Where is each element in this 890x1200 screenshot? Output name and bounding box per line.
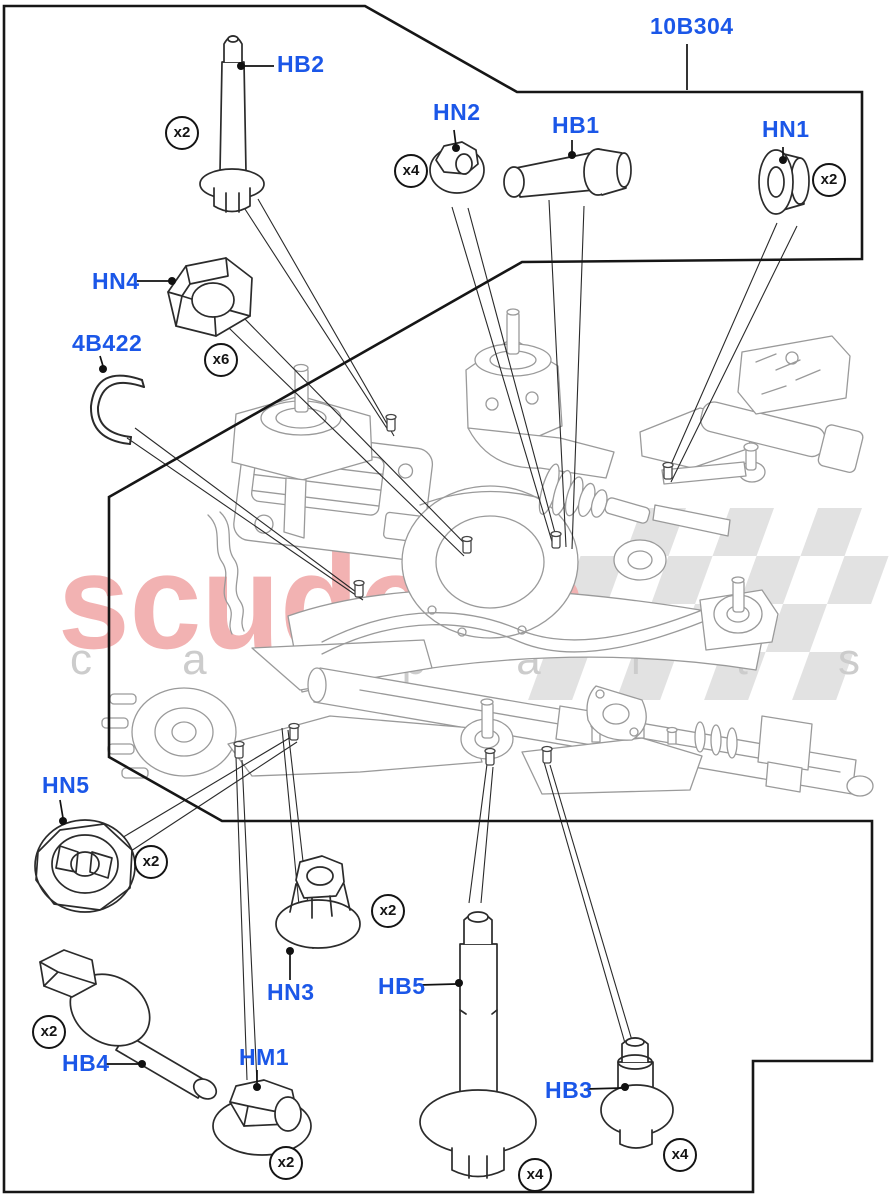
drawing-HM1 xyxy=(212,1079,312,1156)
label-leaders xyxy=(59,44,787,1091)
drawing-HB2 xyxy=(199,35,265,213)
drawing-HB3 xyxy=(600,1037,674,1149)
drawing-HB4 xyxy=(39,949,218,1100)
target-studs xyxy=(233,413,674,766)
drawing-HN5 xyxy=(34,819,136,913)
border-outline xyxy=(2,4,874,1194)
drawing-4B422 xyxy=(89,374,145,445)
drawing-HN1 xyxy=(758,149,810,215)
drawing-HB1 xyxy=(503,148,632,198)
drawing-HB5 xyxy=(419,911,537,1179)
drawing-HN4 xyxy=(167,257,253,337)
fastener-drawings xyxy=(34,35,810,1179)
drawing-HN3 xyxy=(275,855,361,949)
center-illustration xyxy=(101,308,874,797)
drawing-HN2 xyxy=(429,141,485,194)
